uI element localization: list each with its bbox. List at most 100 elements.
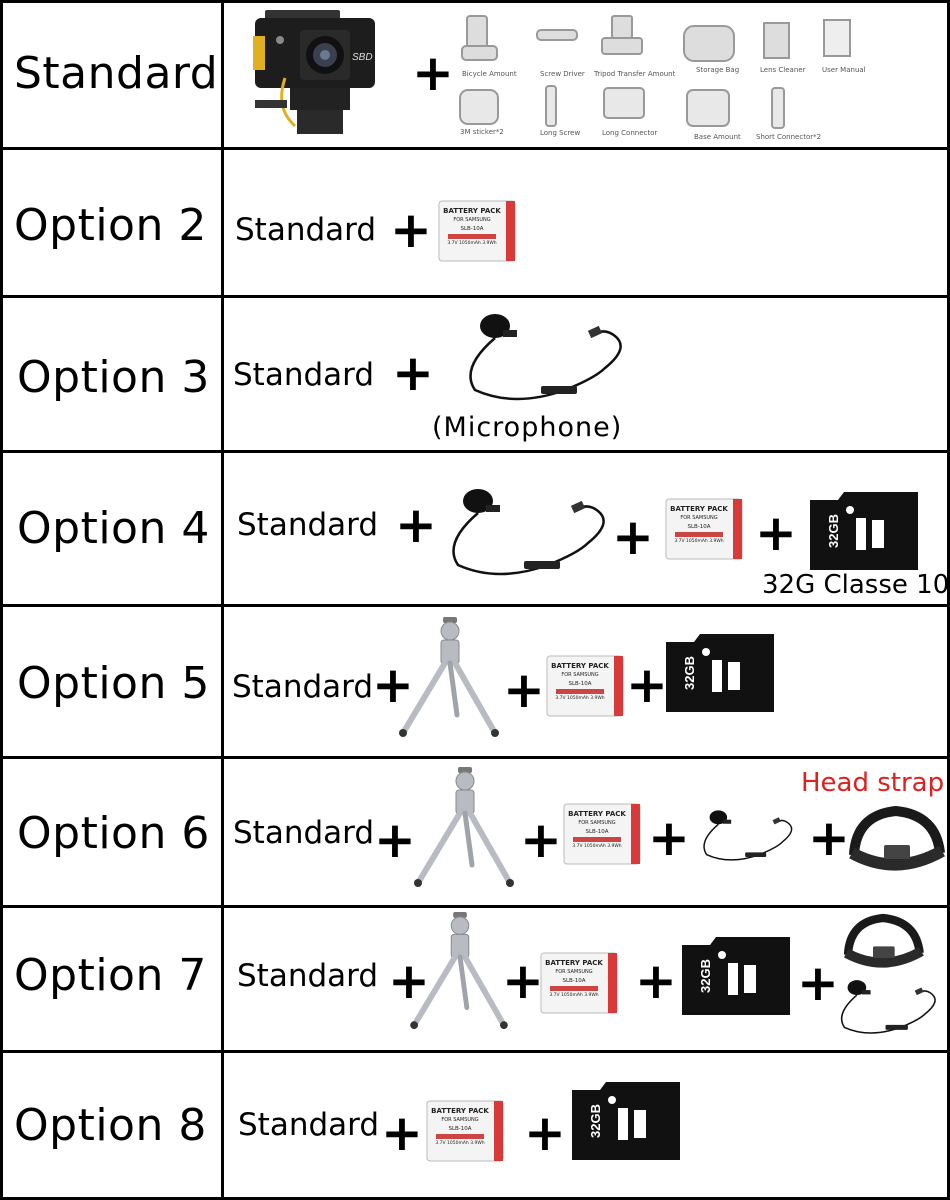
accessories-image: Bicycle Amount Screw Driver Tripod Trans…: [452, 8, 872, 143]
plus-icon: +: [520, 811, 562, 869]
microphone-image: [455, 308, 635, 408]
plus-icon: +: [503, 661, 545, 719]
battery-label-text: 3.7V 1050mAh 3.9Wh: [572, 843, 621, 849]
plus-icon: +: [524, 1104, 566, 1162]
sd-card-text: 32GB: [588, 1104, 603, 1138]
plus-icon: +: [381, 1104, 423, 1162]
battery-label-text: FOR SAMSUNG: [555, 969, 592, 975]
battery-label-text: FOR SAMSUNG: [578, 820, 615, 826]
row-divider: [0, 756, 950, 759]
battery-label-text: FOR SAMSUNG: [561, 672, 598, 678]
microphone-image: [438, 483, 618, 583]
standard-text: Standard: [233, 357, 375, 393]
accessory-label: Tripod Transfer Amount: [594, 70, 676, 78]
battery-label-text: SLB-10A: [585, 829, 608, 835]
head-strap-image: [838, 913, 928, 973]
accessory-label: 3M sticker*2: [460, 128, 504, 136]
standard-text: Standard: [237, 958, 379, 994]
battery-label-text: 3.7V 1050mAh 3.9Wh: [435, 1140, 484, 1146]
accessory-label: Short Connector*2: [756, 133, 822, 141]
plus-icon: +: [612, 508, 654, 566]
sd-card-image: 32GB: [664, 632, 776, 719]
standard-text: Standard: [238, 1107, 380, 1143]
row-label-option-8: Option 8: [14, 1100, 207, 1151]
standard-text: Standard: [232, 669, 374, 705]
battery-image: BATTERY PACK FOR SAMSUNG SLB-10A 3.7V 1050m…: [426, 1100, 504, 1167]
battery-label-text: SLB-10A: [568, 681, 591, 687]
sd-card-image: 32GB: [808, 490, 920, 577]
accessory-label: Lens Cleaner: [760, 66, 806, 74]
accessory-label: Long Screw: [540, 129, 581, 137]
accessory-label: Bicycle Amount: [462, 70, 517, 78]
plus-icon: +: [755, 504, 797, 562]
battery-label-text: BATTERY PACK: [431, 1107, 489, 1115]
battery-label-text: SLB-10A: [687, 524, 710, 530]
row-divider: [0, 604, 950, 607]
battery-label-text: 3.7V 1050mAh 3.9Wh: [447, 240, 496, 246]
battery-label-text: FOR SAMSUNG: [441, 1117, 478, 1123]
accessory-label: Base Amount: [694, 133, 741, 141]
battery-image: BATTERY PACK FOR SAMSUNG SLB-10A 3.7V 1050m…: [563, 803, 641, 870]
plus-icon: +: [372, 656, 414, 714]
battery-label-text: FOR SAMSUNG: [680, 515, 717, 521]
sd-card-text: 32GB: [698, 959, 713, 993]
battery-label-text: BATTERY PACK: [568, 810, 626, 818]
battery-image: BATTERY PACK FOR SAMSUNG SLB-10A 3.7V 1050m…: [438, 200, 516, 267]
table-border-right: [947, 0, 950, 1200]
row-label-option-5: Option 5: [17, 658, 210, 709]
plus-icon: +: [808, 809, 850, 867]
battery-image: BATTERY PACK FOR SAMSUNG SLB-10A 3.7V 1050m…: [540, 952, 618, 1019]
table-border-bottom: [0, 1197, 950, 1200]
row-label-option-4: Option 4: [17, 503, 210, 554]
accessory-label: Storage Bag: [696, 66, 740, 74]
standard-text: Standard: [233, 815, 375, 851]
battery-label-text: 3.7V 1050mAh 3.9Wh: [549, 992, 598, 998]
row-divider: [0, 147, 950, 150]
plus-icon: +: [374, 811, 416, 869]
battery-label-text: SLB-10A: [448, 1126, 471, 1132]
microphone-image: [695, 805, 800, 867]
standard-text: Standard: [235, 212, 377, 248]
head-strap-image: [846, 805, 946, 877]
battery-label-text: BATTERY PACK: [443, 207, 501, 215]
accessory-label: Long Connector: [602, 129, 658, 137]
plus-icon: +: [648, 809, 690, 867]
row-label-option-7: Option 7: [14, 950, 207, 1001]
row-divider: [0, 905, 950, 908]
table-border-left: [0, 0, 3, 1200]
battery-label-text: BATTERY PACK: [551, 662, 609, 670]
table-border-top: [0, 0, 950, 3]
camera-image: SBD: [245, 8, 380, 138]
plus-icon: +: [395, 496, 437, 554]
sd-card-image: 32GB: [570, 1080, 682, 1167]
sd-card-note: 32G Classe 10: [762, 570, 950, 600]
plus-icon: +: [390, 201, 432, 259]
row-label-standard: Standard: [14, 48, 219, 99]
camera-brand-text: SBD: [352, 52, 373, 63]
tripod-image: [405, 910, 515, 1032]
standard-text: Standard: [237, 507, 379, 543]
battery-label-text: BATTERY PACK: [670, 505, 728, 513]
plus-icon: +: [502, 952, 544, 1010]
head-strap-note: Head strap: [801, 768, 945, 798]
battery-label-text: SLB-10A: [460, 226, 483, 232]
battery-label-text: FOR SAMSUNG: [453, 217, 490, 223]
plus-icon: +: [797, 954, 839, 1012]
sd-card-text: 32GB: [826, 514, 841, 548]
battery-label-text: BATTERY PACK: [545, 959, 603, 967]
plus-icon: +: [626, 656, 668, 714]
battery-label-text: SLB-10A: [562, 978, 585, 984]
microphone-image: [832, 975, 944, 1040]
row-divider: [0, 450, 950, 453]
tripod-image: [395, 615, 505, 740]
row-divider: [0, 1050, 950, 1053]
plus-icon: +: [635, 952, 677, 1010]
tripod-image: [410, 765, 520, 890]
row-divider: [0, 295, 950, 298]
plus-icon: +: [412, 44, 454, 102]
row-label-option-6: Option 6: [17, 808, 210, 859]
sd-card-image: 32GB: [680, 935, 792, 1022]
column-divider: [221, 0, 224, 1200]
